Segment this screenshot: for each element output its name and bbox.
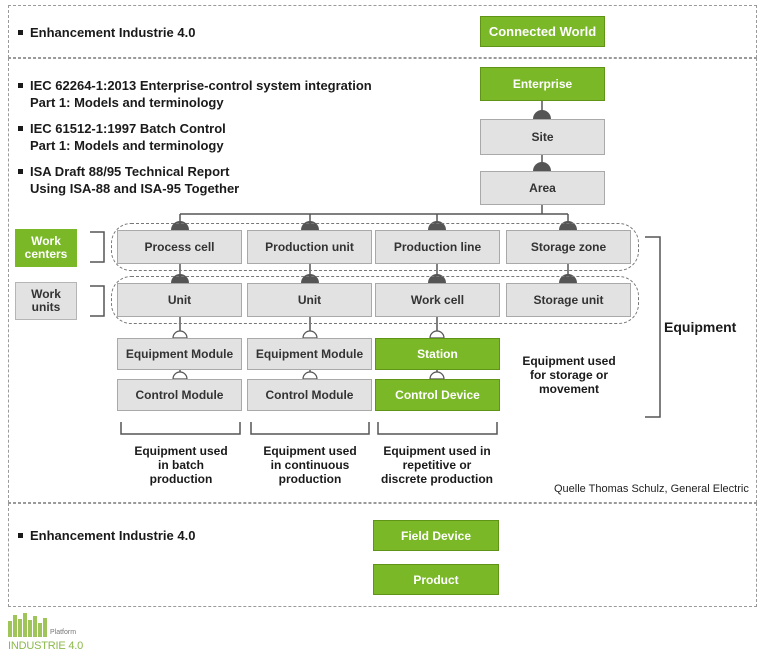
control-module-box-1: Control Module [117,379,242,411]
site-box: Site [480,119,605,155]
bullet-square-icon [18,126,23,132]
product-box: Product [373,564,499,595]
standard-iec-61512: IEC 61512-1:1997 Batch Control Part 1: M… [18,120,226,154]
storage-note: Equipment used for storage or movement [522,354,616,396]
section-middle [8,58,757,503]
logo-main-text: INDUSTRIE 4.0 [8,640,84,652]
storage-unit-box: Storage unit [506,283,631,317]
work-cell-box: Work cell [375,283,500,317]
process-cell-box: Process cell [117,230,242,264]
work-centers-label: Work centers [15,229,77,267]
bullet-square-icon [18,30,23,36]
unit-box-2: Unit [247,283,372,317]
bottom-bullet: Enhancement Industrie 4.0 [18,527,195,544]
logo-platform-text: Platform [50,629,77,636]
production-unit-box: Production unit [247,230,372,264]
bullet-square-icon [18,169,23,175]
platform-industrie-logo: Platform INDUSTRIE 4.0 [8,611,88,655]
control-device-box: Control Device [375,379,500,411]
unit-box-1: Unit [117,283,242,317]
section-top [8,5,757,58]
production-line-box: Production line [375,230,500,264]
section-bottom [8,503,757,607]
equipment-module-box-1: Equipment Module [117,338,242,370]
equipment-module-box-2: Equipment Module [247,338,372,370]
standard-isa-88-95: ISA Draft 88/95 Technical Report Using I… [18,163,239,197]
work-units-label: Work units [15,282,77,320]
caption-continuous: Equipment used in continuous production [263,444,357,486]
equipment-label: Equipment [664,319,737,335]
top-bullet: Enhancement Industrie 4.0 [18,24,195,41]
field-device-box: Field Device [373,520,499,551]
enterprise-box: Enterprise [480,67,605,101]
area-box: Area [480,171,605,205]
bullet-square-icon [18,533,23,539]
storage-zone-box: Storage zone [506,230,631,264]
standard-iec-62264: IEC 62264-1:2013 Enterprise-control syst… [18,77,372,111]
caption-batch: Equipment used in batch production [134,444,228,486]
caption-discrete: Equipment used in repetitive or discrete… [380,444,493,486]
work-centers-group [111,223,639,271]
logo-graphic-icon [8,613,47,637]
source-note: Quelle Thomas Schulz, General Electric [554,483,749,495]
connected-world-box: Connected World [480,16,605,47]
station-box: Station [375,338,500,370]
work-units-group [111,276,639,324]
control-module-box-2: Control Module [247,379,372,411]
bullet-square-icon [18,83,23,89]
